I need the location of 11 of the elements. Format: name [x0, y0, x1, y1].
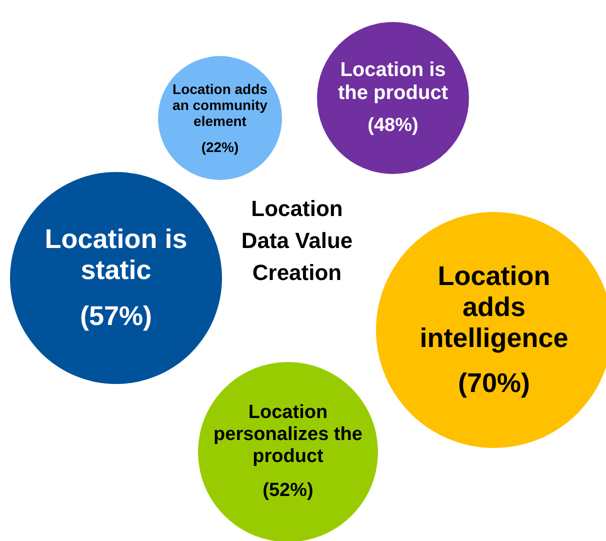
circle-heading: Location adds an community element [172, 80, 268, 130]
circle-heading: Location is the product [337, 59, 449, 106]
percentage-text: (22%) [201, 139, 239, 156]
center-title: Location Data Value Creation [240, 195, 354, 287]
percentage-text: (57%) [80, 300, 152, 332]
percentage-text: (70%) [458, 368, 530, 400]
circle-heading: Location is static [44, 224, 188, 287]
percentage-text: (52%) [262, 480, 314, 502]
percentage-text: (48%) [368, 115, 418, 137]
circle-heading: Location personalizes the product [212, 402, 364, 468]
circle-heading: Location adds intelligence [418, 260, 570, 354]
